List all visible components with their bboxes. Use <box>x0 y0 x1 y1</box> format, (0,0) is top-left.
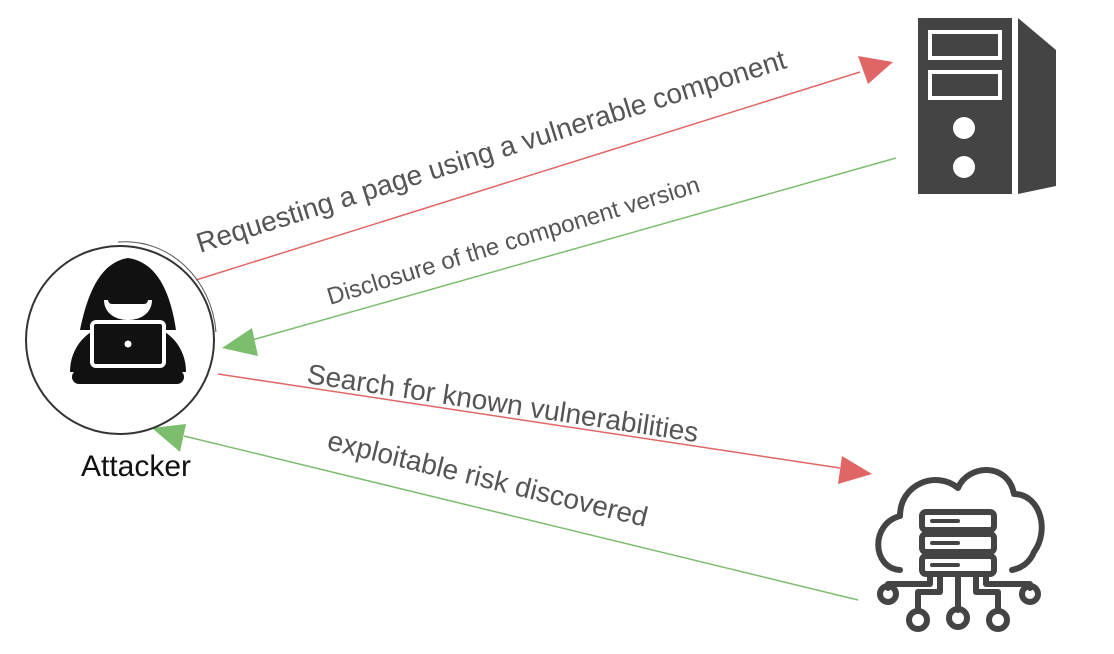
risk-arrow <box>183 435 859 601</box>
request-arrowhead <box>858 56 893 84</box>
cloud-server-network-icon <box>875 467 1045 632</box>
risk-arrowhead <box>152 424 186 452</box>
edge-label-request: Requesting a page using a vulnerable com… <box>192 44 789 259</box>
server-tower-icon <box>918 18 1056 194</box>
search-arrow <box>217 373 841 469</box>
search-arrowhead <box>838 456 872 484</box>
attacker-circle-sketch <box>117 241 217 333</box>
edge-risk: exploitable risk discovered <box>152 424 859 601</box>
hacker-icon <box>70 258 186 384</box>
disclosure-arrow <box>251 157 897 341</box>
server-side <box>1018 18 1056 194</box>
request-arrow <box>195 71 861 281</box>
disclosure-arrowhead <box>222 328 258 356</box>
edge-label-risk: exploitable risk discovered <box>325 425 651 533</box>
attacker-label: Attacker <box>81 450 191 483</box>
edge-search: Search for known vulnerabilities <box>217 358 872 484</box>
attacker-node: Attacker <box>25 241 217 483</box>
attacker-circle <box>25 245 215 435</box>
